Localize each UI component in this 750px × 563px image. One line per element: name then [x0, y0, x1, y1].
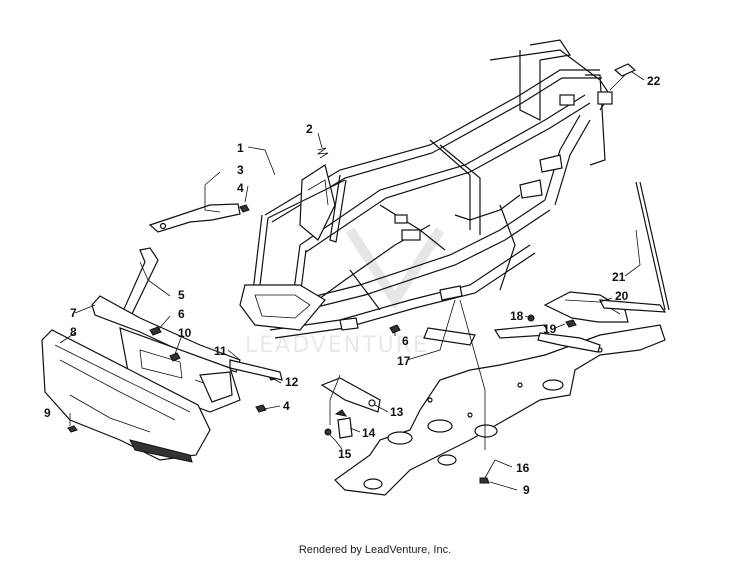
clip-tab: [334, 409, 348, 417]
callout-14: 14: [362, 426, 376, 440]
callout-6-left: 6: [178, 307, 185, 321]
heat-shield-strip: [423, 327, 476, 346]
link-bracket: [229, 359, 283, 381]
bolt-4-lower: [255, 404, 267, 413]
bolt-6-center: [389, 324, 401, 334]
watermark-logo: LEADVENTURE: [245, 227, 445, 358]
retainer-clip: [337, 417, 353, 439]
callout-19: 19: [543, 322, 557, 336]
callout-3: 3: [237, 163, 244, 177]
callout-13: 13: [390, 405, 404, 419]
callout-11: 11: [214, 344, 227, 358]
callout-9-left: 9: [44, 406, 51, 420]
callout-16: 16: [516, 461, 530, 475]
spring-clip: [316, 147, 329, 159]
bolt-4-upper: [239, 204, 250, 213]
callout-20: 20: [615, 289, 629, 303]
callout-18: 18: [510, 309, 524, 323]
bolt-9-lower: [479, 477, 490, 484]
leader-lines: [59, 71, 645, 491]
mount-bracket: [320, 377, 381, 413]
front-bumper: [91, 295, 241, 413]
main-frame: [239, 39, 613, 339]
callout-22: 22: [647, 74, 661, 88]
footer-credit: Rendered by LeadVenture, Inc.: [298, 544, 452, 556]
callout-7: 7: [70, 306, 77, 320]
nut-15: [324, 428, 332, 436]
callout-1: 1: [237, 141, 244, 155]
callout-5: 5: [178, 288, 185, 302]
decal-tag: [613, 63, 637, 77]
watermark-text: LEADVENTURE: [245, 333, 429, 358]
bumper-fascia: [41, 329, 211, 463]
callout-4-lower: 4: [283, 399, 290, 413]
callout-10: 10: [178, 326, 192, 340]
callout-17: 17: [397, 354, 411, 368]
callout-15: 15: [338, 447, 352, 461]
bolt-6-left: [149, 326, 162, 336]
callout-9-lower: 9: [523, 483, 530, 497]
callout-8: 8: [70, 325, 77, 339]
callout-6-center: 6: [402, 334, 409, 348]
mount-hole: [368, 399, 376, 407]
bracket-hole: [159, 222, 167, 230]
callout-labels: 1 2 3 4 5 6 7 8 10 11 12 4 9 6 17 13 14 …: [44, 74, 661, 497]
callout-4-upper: 4: [237, 181, 244, 195]
callout-12: 12: [285, 375, 299, 389]
front-bracket: [148, 203, 241, 233]
callout-21: 21: [612, 270, 626, 284]
callout-2: 2: [306, 122, 313, 136]
bolt-10: [169, 352, 181, 362]
bolt-9-left: [67, 425, 78, 433]
skid-plate: [334, 324, 666, 496]
support-rod: [635, 181, 666, 311]
bolt-19: [565, 319, 577, 328]
